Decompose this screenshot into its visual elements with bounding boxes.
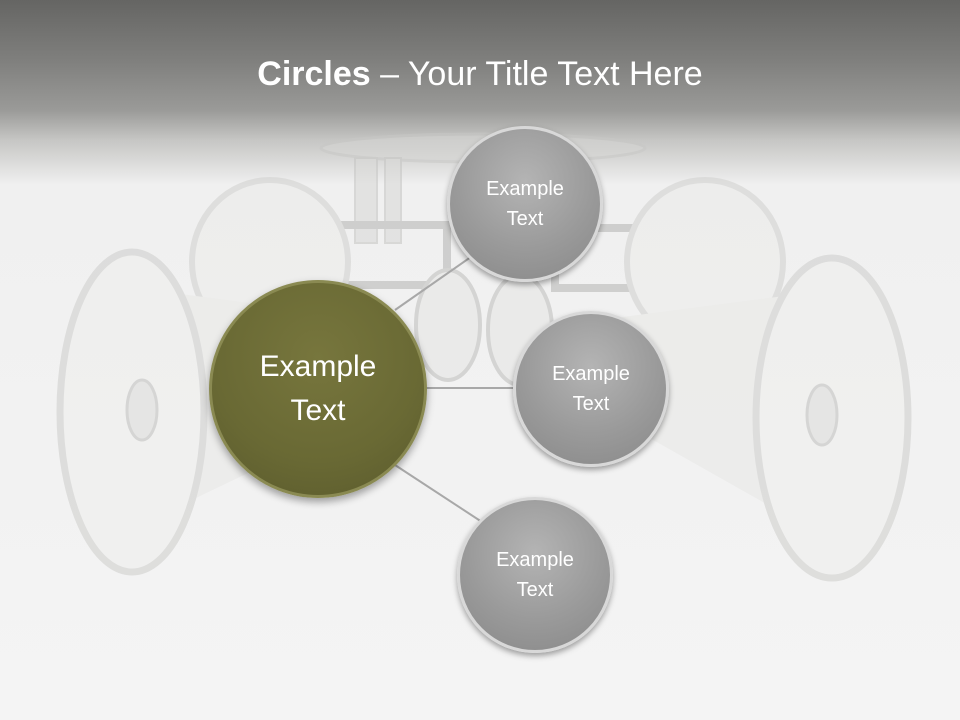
- circle-top[interactable]: Example Text: [447, 126, 603, 282]
- horn-front-right-center: [805, 383, 839, 447]
- center-circle[interactable]: Example Text: [209, 280, 427, 498]
- slide-title: Circles – Your Title Text Here: [0, 52, 960, 96]
- circle-middle-label: Example Text: [552, 363, 630, 415]
- horn-front-left-center: [125, 378, 159, 442]
- title-rest: – Your Title Text Here: [370, 55, 703, 93]
- circle-top-label: Example Text: [486, 178, 564, 230]
- connector-bottom: [394, 464, 483, 523]
- driver-left: [414, 268, 482, 382]
- connector-top: [394, 251, 479, 311]
- center-circle-label: Example Text: [259, 350, 377, 427]
- circle-middle[interactable]: Example Text: [513, 311, 669, 467]
- circle-bottom[interactable]: Example Text: [457, 497, 613, 653]
- title-bold: Circles: [257, 55, 371, 93]
- circle-bottom-label: Example Text: [496, 549, 574, 601]
